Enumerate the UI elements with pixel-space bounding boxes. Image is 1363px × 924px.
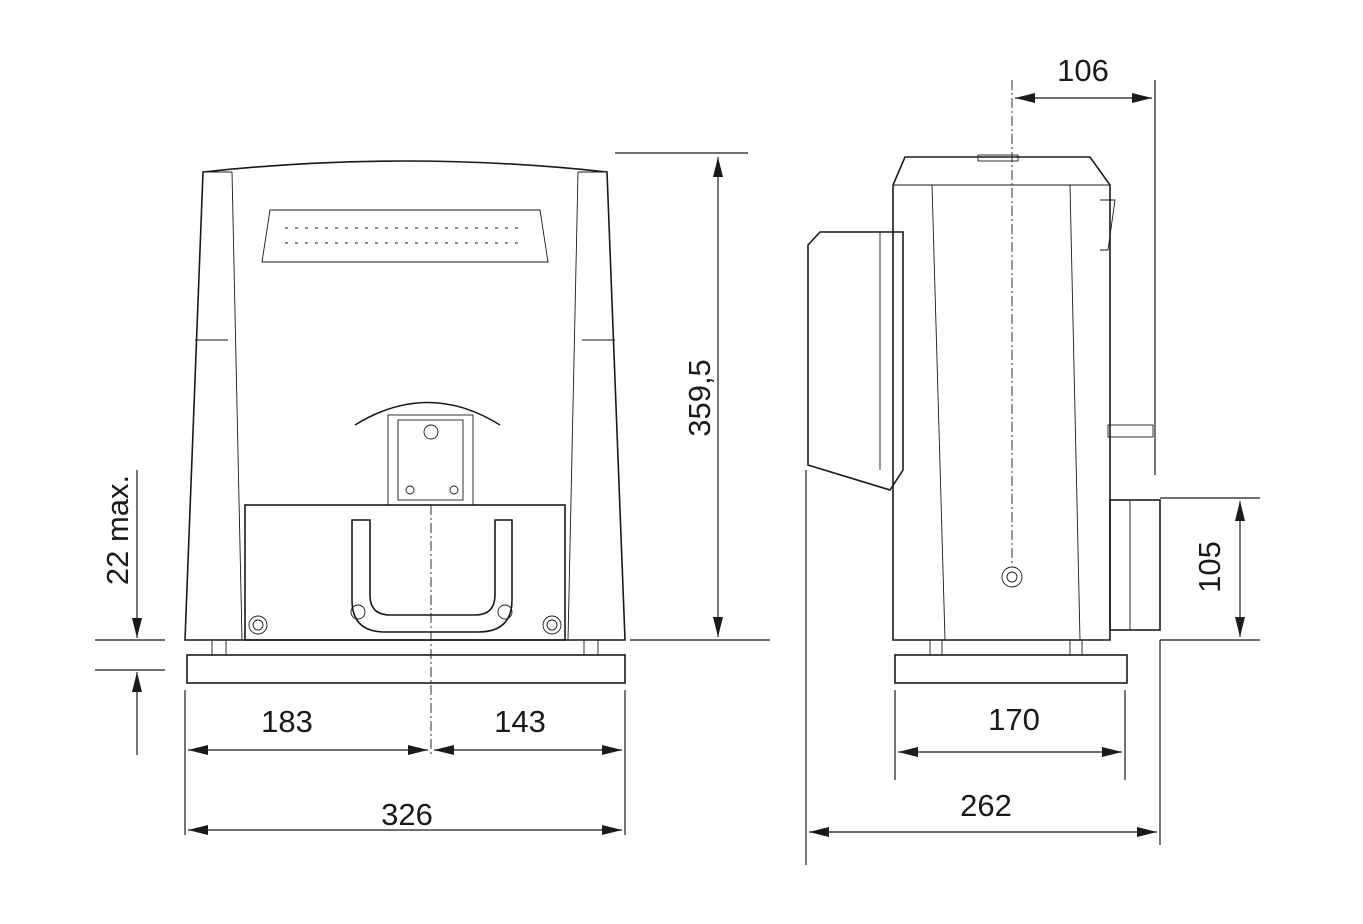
dim-side-top-offset: 106 — [1057, 53, 1109, 88]
side-view — [807, 80, 1161, 684]
dim-front-clearance: 22 max. — [100, 475, 135, 585]
dim-side-total: 262 — [960, 788, 1012, 823]
front-view — [184, 160, 626, 755]
dim-front-left: 183 — [261, 704, 313, 739]
vent-grille — [285, 227, 525, 244]
dimension-lines — [95, 80, 1260, 865]
dim-side-module-height: 105 — [1192, 541, 1227, 593]
dim-front-total: 326 — [381, 797, 433, 832]
dim-side-base: 170 — [988, 702, 1040, 737]
dim-front-right: 143 — [494, 704, 546, 739]
dim-front-height: 359,5 — [682, 359, 717, 437]
